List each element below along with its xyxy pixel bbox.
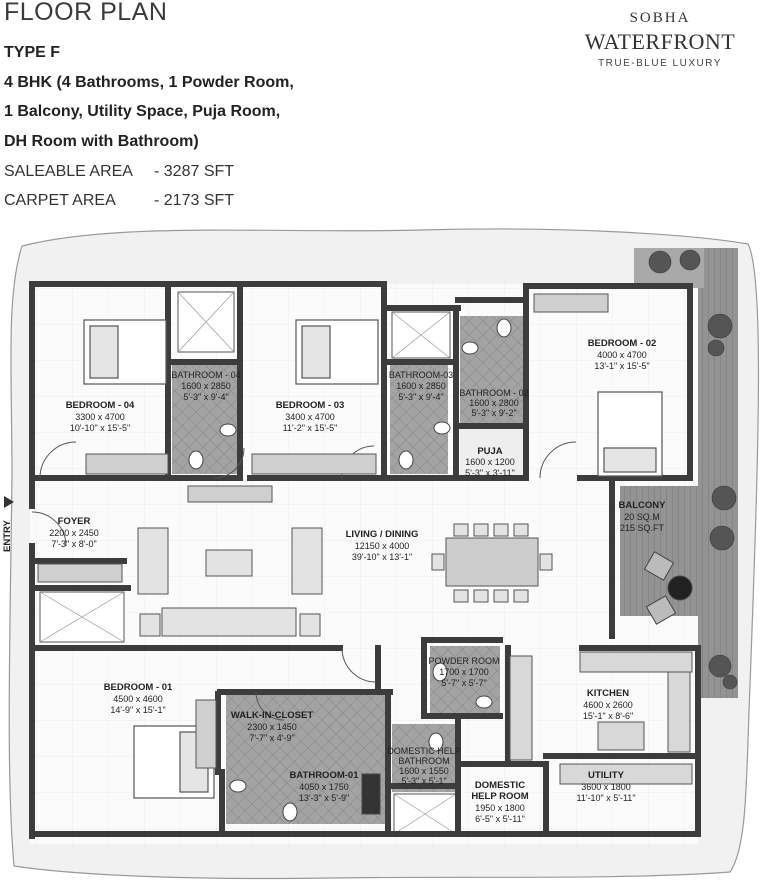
bedroom03-name: BEDROOM - 03 [276,400,345,411]
dhbath-name2: BATHROOM [398,756,449,766]
brand-tagline: TRUE-BLUE LUXURY [598,58,722,69]
bath04-dim-mm: 1600 x 2850 [181,381,231,391]
brand-name-line1: SOBHA [629,10,691,26]
config-line-1: 4 BHK (4 Bathrooms, 1 Powder Room, [4,74,294,91]
config-line-2: 1 Balcony, Utility Space, Puja Room, [4,103,281,120]
bath01-dim-mm: 4050 x 1750 [299,782,349,792]
carpet-area-value: - 2173 SFT [154,192,235,209]
brand-logo: SOBHA WATERFRONT TRUE-BLUE LUXURY [560,10,760,69]
brand-name-line2: WATERFRONT [584,29,736,54]
bedroom02-dim-ft: 13'-1" x 15'-5" [594,361,649,371]
walkin-dim-ft: 7'-7" x 4'-9" [249,733,294,743]
utility-dim-mm: 3600 x 1800 [581,782,631,792]
foyer-dim-mm: 2200 x 2450 [49,528,99,538]
entry-label: ENTRY [2,519,13,552]
bedroom01-dim-mm: 4500 x 4600 [113,694,163,704]
bath02-dim-ft: 5'-3" x 9'-2" [471,408,516,418]
walls [29,281,701,839]
living-dim-ft: 39'-10" x 13'-1" [352,552,412,562]
dhbath-dim-mm: 1600 x 1550 [399,766,449,776]
bedroom02-name: BEDROOM - 02 [588,338,657,349]
walkin-dim-mm: 2300 x 1450 [247,722,297,732]
walkin-name: WALK-IN-CLOSET [231,710,314,721]
bath02-dim-mm: 1600 x 2800 [469,398,519,408]
bedroom01-name: BEDROOM - 01 [104,682,173,693]
dhroom-name1: DOMESTIC [475,780,525,791]
bath-fixtures [188,318,512,822]
puja-dim-mm: 1600 x 1200 [465,457,515,467]
saleable-area-label: SALEABLE AREA [4,163,133,180]
dhbath-dim-ft: 5'-3" x 5'-1" [401,776,446,786]
bedroom03-dim-mm: 3400 x 4700 [285,412,335,422]
balcony-dim-mm: 20 SQ.M [624,512,660,522]
bath01-dim-ft: 13'-3" x 5'-9" [299,793,349,803]
powder-name: POWDER ROOM [429,656,500,666]
bath-tiles [172,316,528,824]
foyer-dim-ft: 7'-3" x 8'-0" [51,539,96,549]
powder-dim-mm: 1700 x 1700 [439,667,489,677]
powder-dim-ft: 5'-7" x 5'-7" [441,678,486,688]
bedroom04-name: BEDROOM - 04 [66,400,135,411]
carpet-area: CARPET AREA - 2173 SFT [4,192,234,210]
carpet-area-label: CARPET AREA [4,192,116,209]
bedroom03-dim-ft: 11'-2" x 15'-5" [283,423,338,433]
room-labels: BEDROOM - 04 3300 x 4700 10'-10" x 15'-5… [49,338,666,824]
config-line-3: DH Room with Bathroom) [4,133,199,150]
plants [648,249,738,690]
bath01-name: BATHROOM-01 [290,770,360,781]
puja-dim-ft: 5'-3" x 3'-11" [465,468,515,478]
floor-plan: ENTRY BEDROOM - 04 3300 x 4700 10'-10" x… [2,228,760,880]
beds [83,319,663,799]
balcony-dim-ft: 215 SQ.FT [620,523,665,533]
bath03-dim-mm: 1600 x 2850 [396,381,446,391]
bath04-dim-ft: 5'-3" x 9'-4" [183,392,228,402]
saleable-area: SALEABLE AREA - 3287 SFT [4,163,234,181]
door-swings [31,441,577,721]
dhroom-name2: HELP ROOM [471,791,528,802]
dhroom-dim-mm: 1950 x 1800 [475,803,525,813]
dhroom-dim-ft: 6'-5" x 5'-11" [475,814,525,824]
living-name: LIVING / DINING [346,529,419,540]
bath02-name: BATHROOM - 02 [459,388,528,398]
bath03-dim-ft: 5'-3" x 9'-4" [398,392,443,402]
foyer-name: FOYER [58,516,91,527]
kitchen-dim-ft: 15'-1" x 8'-6" [583,711,633,721]
bedroom04-dim-mm: 3300 x 4700 [75,412,125,422]
bedroom02-dim-mm: 4000 x 4700 [597,350,647,360]
balcony-name: BALCONY [619,500,667,511]
utility-dim-ft: 11'-10" x 5'-11" [576,793,635,803]
kitchen-name: KITCHEN [587,688,629,699]
balcony-furniture [643,551,693,625]
puja-name: PUJA [477,446,502,457]
bath04-name: BATHROOM - 04 [171,370,240,380]
living-furniture [137,523,553,637]
utility-name: UTILITY [588,770,625,781]
living-dim-mm: 12150 x 4000 [355,541,410,551]
unit-type: TYPE F [4,44,61,61]
bedroom04-dim-ft: 10'-10" x 15'-5" [70,423,130,433]
entry-arrow [4,496,14,508]
kitchen-dim-mm: 4600 x 2600 [583,700,633,710]
page-title: FLOOR PLAN [4,0,168,26]
bedroom01-dim-ft: 14'-9" x 15'-1" [110,705,165,715]
dhbath-name1: DOMESTIC HELP [387,746,461,756]
bath03-name: BATHROOM-03 [389,370,453,380]
wardrobes [37,293,609,769]
kitchen-counters [509,651,693,785]
saleable-area-value: - 3287 SFT [154,163,235,180]
